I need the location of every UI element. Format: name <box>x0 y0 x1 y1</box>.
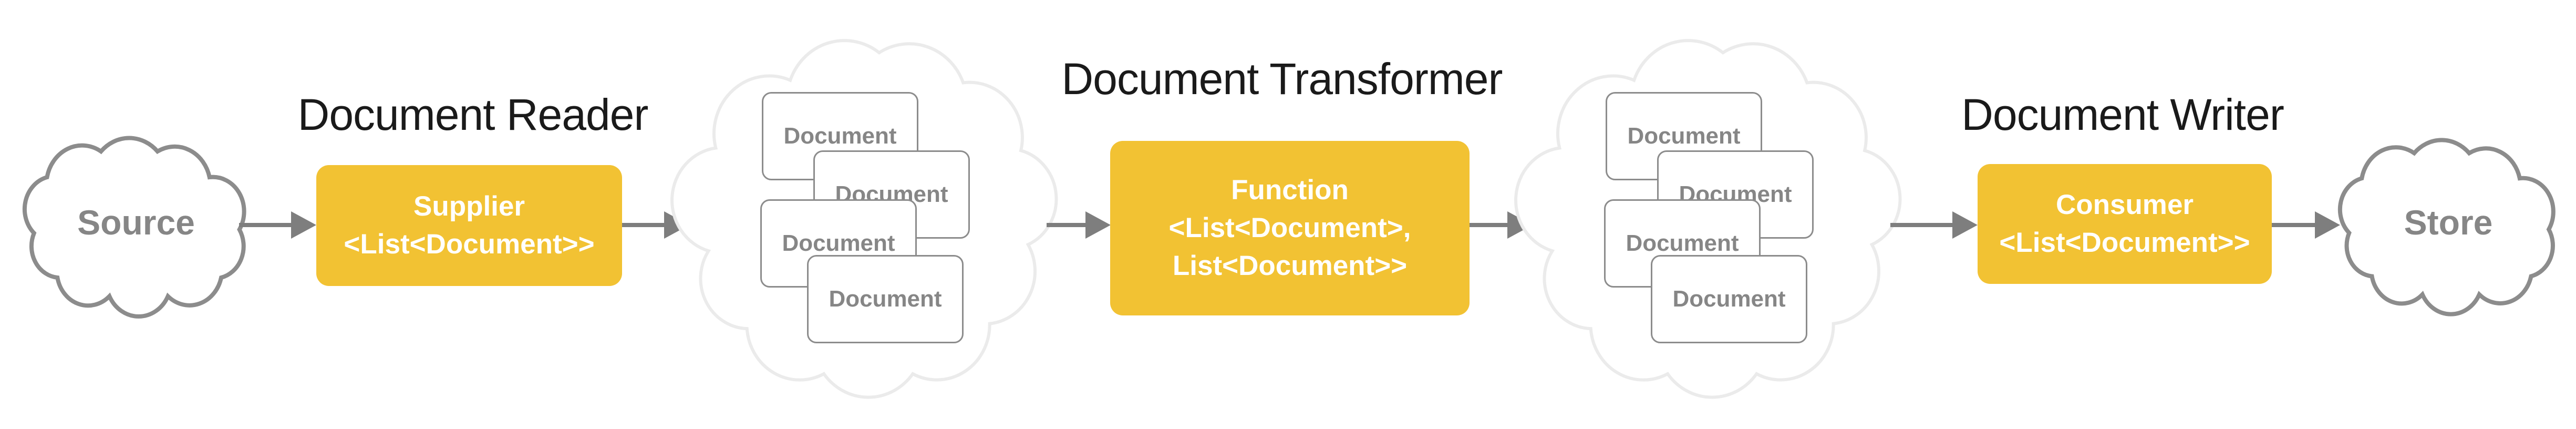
flow-arrow-documents-to-writer <box>1890 211 1978 239</box>
arrow-shaft <box>239 223 291 227</box>
source-cloud-shape <box>24 136 249 309</box>
arrow-shaft <box>622 223 664 227</box>
writer-consumer-box: Consumer <List<Document>> <box>1978 164 2272 284</box>
store-cloud-label: Store <box>2404 203 2493 242</box>
reader-supplier-box: Supplier <List<Document>> <box>316 165 622 286</box>
store-cloud-shape <box>2339 138 2558 307</box>
arrow-shaft <box>1890 223 1952 227</box>
flow-arrow-writer-to-store <box>2272 211 2340 239</box>
flow-arrow-documents-to-transformer <box>1047 211 1111 239</box>
arrow-shaft <box>1047 223 1085 227</box>
box-line: <List<Document>> <box>1999 227 2250 258</box>
box-line: <List<Document>, <box>1168 212 1411 243</box>
flow-arrow-source-to-reader <box>239 211 316 239</box>
arrow-head-icon <box>1085 211 1111 239</box>
box-line: Consumer <box>2055 189 2194 220</box>
box-line: List<Document>> <box>1172 250 1408 281</box>
document-card: Document <box>1651 255 1807 343</box>
arrow-shaft <box>1470 223 1507 227</box>
arrow-head-icon <box>1952 211 1978 239</box>
cloud-outline <box>2340 140 2553 314</box>
document-card: Document <box>807 255 964 343</box>
box-line: Function <box>1231 175 1349 206</box>
title-document-reader: Document Reader <box>297 90 649 139</box>
arrow-head-icon <box>2315 211 2340 239</box>
transformer-function-box: Function <List<Document>, List<Document>… <box>1110 141 1470 315</box>
document-card: Document <box>813 150 970 239</box>
title-document-writer: Document Writer <box>1961 90 2284 139</box>
arrow-head-icon <box>291 211 316 239</box>
source-cloud-label: Source <box>77 203 195 242</box>
arrow-shaft <box>2272 223 2315 227</box>
cloud-outline <box>25 138 244 316</box>
box-line: Supplier <box>413 191 525 222</box>
box-line: <List<Document>> <box>344 229 595 260</box>
title-document-transformer: Document Transformer <box>1061 54 1503 104</box>
